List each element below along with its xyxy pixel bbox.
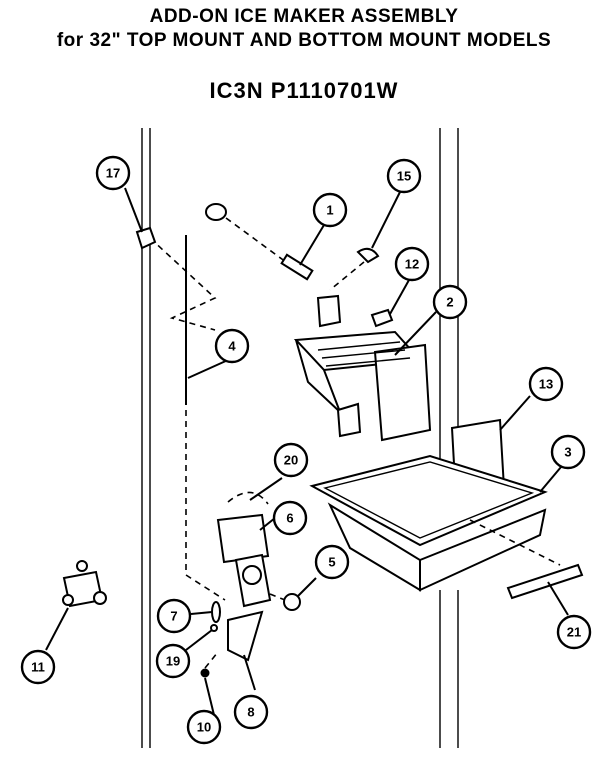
callout-label: 19 xyxy=(166,654,180,669)
callout-label: 20 xyxy=(284,453,298,468)
clip-part-17 xyxy=(135,226,157,250)
valve-assembly xyxy=(216,491,272,608)
callout-label: 17 xyxy=(106,166,120,181)
callout-19: 19 xyxy=(155,643,191,679)
callout-label: 5 xyxy=(328,555,335,570)
callout-10: 10 xyxy=(186,709,222,745)
callout-1: 1 xyxy=(312,192,348,228)
callout-label: 2 xyxy=(446,295,453,310)
callout-15: 15 xyxy=(386,158,422,194)
callout-label: 15 xyxy=(397,169,411,184)
diagram-title: ADD-ON ICE MAKER ASSEMBLY xyxy=(149,6,459,27)
callout-label: 12 xyxy=(405,257,419,272)
callout-label: 1 xyxy=(326,203,333,218)
callout-8: 8 xyxy=(233,694,269,730)
fill-tube-part-4 xyxy=(149,235,226,601)
callout-17: 17 xyxy=(95,155,131,191)
bracket-part-15 xyxy=(329,247,380,291)
callout-20: 20 xyxy=(273,442,309,478)
callout-13: 13 xyxy=(528,366,564,402)
callout-label: 10 xyxy=(197,720,211,735)
callout-6: 6 xyxy=(272,500,308,536)
model-code: IC3N P1110701W xyxy=(209,78,399,103)
callout-label: 8 xyxy=(247,705,254,720)
callout-21: 21 xyxy=(556,614,592,650)
diagram-subtitle: for 32" TOP MOUNT AND BOTTOM MOUNT MODEL… xyxy=(56,30,552,51)
callout-label: 6 xyxy=(286,511,293,526)
cabinet-wall-lines xyxy=(141,128,459,748)
callout-label: 4 xyxy=(228,339,236,354)
callout-2: 2 xyxy=(432,284,468,320)
callout-3: 3 xyxy=(550,434,586,470)
callout-4: 4 xyxy=(214,328,250,364)
callout-label: 3 xyxy=(564,445,571,460)
callout-11: 11 xyxy=(20,649,56,685)
fitting-part-5 xyxy=(269,593,301,611)
callout-12: 12 xyxy=(394,246,430,282)
ice-bin-part-3 xyxy=(309,454,561,592)
pin-part-1 xyxy=(205,203,314,281)
callout-label: 13 xyxy=(539,377,553,392)
screw-part-12 xyxy=(370,308,394,328)
rod-part-21 xyxy=(506,563,584,600)
callout-label: 7 xyxy=(170,609,177,624)
callout-label: 11 xyxy=(31,660,45,675)
water-valve-part-11 xyxy=(62,560,107,608)
leader-lines xyxy=(45,187,569,716)
screw-part-10 xyxy=(200,651,219,678)
callout-5: 5 xyxy=(314,544,350,580)
bracket-plate-part-8 xyxy=(227,610,264,662)
callout-label: 21 xyxy=(567,625,581,640)
ice-maker-part-2 xyxy=(293,294,432,442)
small-parts-7-19 xyxy=(210,601,221,632)
callout-7: 7 xyxy=(156,598,192,634)
